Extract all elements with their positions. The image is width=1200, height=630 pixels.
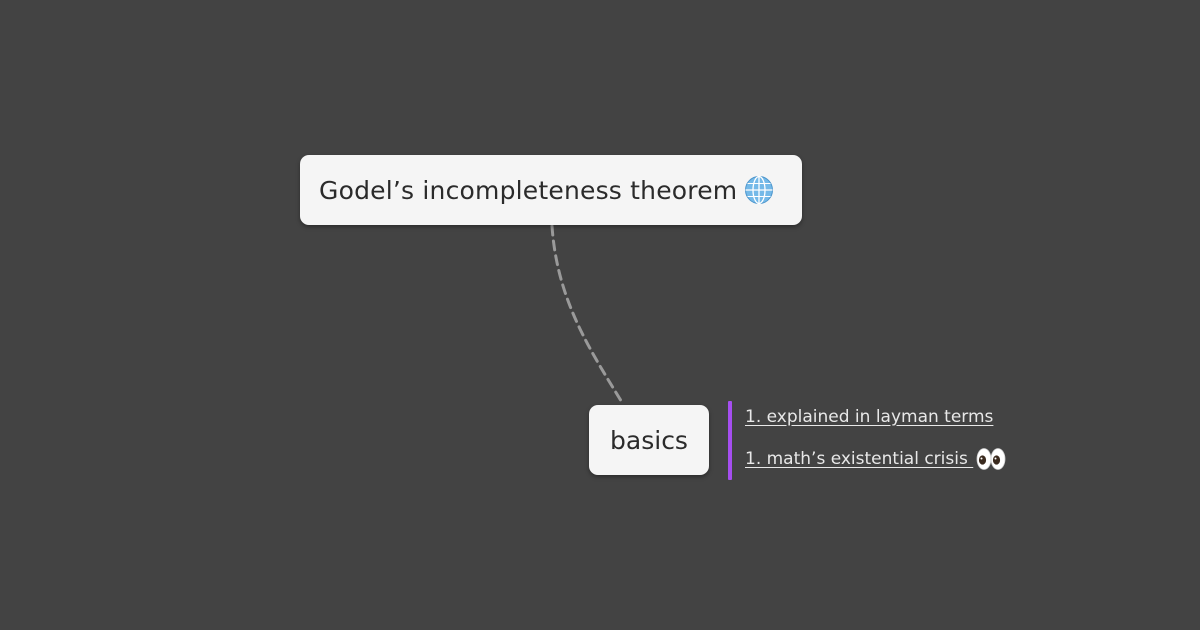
notes-accent-bar [728,401,732,480]
link-label: 1. explained in layman terms [745,407,994,427]
eyes-icon [975,447,1007,471]
link-label: 1. math’s existential crisis [745,449,974,469]
root-topic-node[interactable]: Godel’s incompleteness theorem [300,155,802,225]
globe-icon [744,175,774,205]
basics-topic-label: basics [610,425,688,455]
basics-topic-node[interactable]: basics [589,405,709,475]
maths-existential-crisis-link[interactable]: 1. math’s existential crisis [745,447,1007,471]
explained-in-layman-terms-link[interactable]: 1. explained in layman terms [745,407,993,427]
root-topic-label: Godel’s incompleteness theorem [319,175,738,205]
dashed-connector-line [550,224,625,406]
